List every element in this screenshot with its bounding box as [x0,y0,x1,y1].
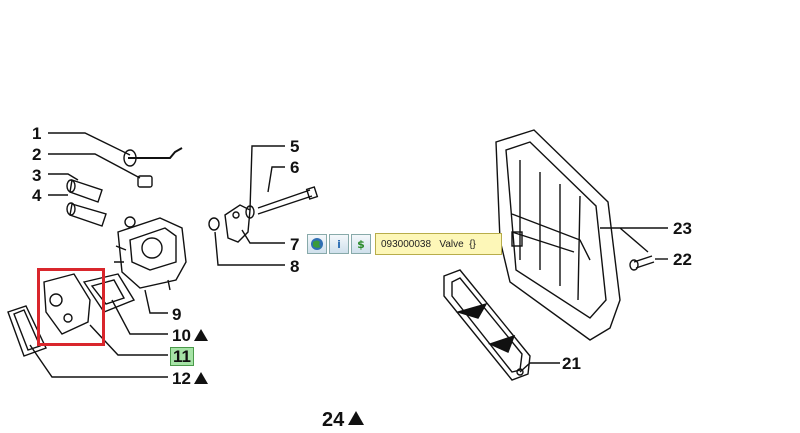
leader-6 [267,166,285,193]
choke-knob [123,149,137,167]
filter-cover [495,129,621,341]
leader-10 [111,299,168,335]
part-tooltip: i $ 093000038 Valve {} [307,233,502,255]
leader-7 [241,229,285,244]
leader-21 [519,362,560,373]
leader-12 [29,344,168,378]
tube-4 [69,203,107,227]
leader-11 [89,324,168,356]
leader-8 [214,231,285,266]
leader-5 [249,145,285,211]
valve-11 [43,273,91,335]
carburetor-body [117,217,187,289]
leader-3 [48,173,79,181]
gasket-10 [82,273,136,313]
washer-8 [208,217,220,231]
part-description: 093000038 Valve {} [375,233,502,255]
filter-plate-21 [443,269,531,381]
callout-4[interactable]: 4 [32,186,42,205]
callout-7[interactable]: 7 [290,235,300,254]
callout-9[interactable]: 9 [172,305,182,324]
warning-triangle-icon [194,329,208,341]
leader-23 [600,227,668,253]
warning-triangle-icon [348,411,364,425]
selected-part-highlight[interactable] [37,268,105,346]
globe-icon[interactable] [307,234,327,254]
choke-rod [128,147,183,159]
callout-24[interactable]: 24 [322,409,345,431]
fitting-2 [137,175,153,188]
warning-triangle-icon [194,372,208,384]
callout-11[interactable]: 11 [170,347,194,366]
gasket-12 [7,305,47,357]
lever-7 [224,204,251,243]
leader-2 [48,153,141,179]
info-symbol: i [337,237,341,251]
leader-1 [48,132,131,156]
callout-2[interactable]: 2 [32,145,42,164]
tube-3 [69,179,103,203]
callout-1[interactable]: 1 [32,124,42,143]
price-symbol: $ [357,237,365,251]
callout-5[interactable]: 5 [290,137,300,156]
leader-9 [144,289,168,314]
callout-6[interactable]: 6 [290,158,300,177]
callout-8[interactable]: 8 [290,257,300,276]
callout-23[interactable]: 23 [673,219,692,238]
washer-5 [245,205,255,219]
callout-21[interactable]: 21 [562,354,581,373]
price-icon[interactable]: $ [351,234,371,254]
callout-10[interactable]: 10 [172,326,191,345]
callout-22[interactable]: 22 [673,250,692,269]
info-icon[interactable]: i [329,234,349,254]
callout-12[interactable]: 12 [172,369,191,388]
screw-6 [257,189,313,215]
callout-3[interactable]: 3 [32,166,42,185]
